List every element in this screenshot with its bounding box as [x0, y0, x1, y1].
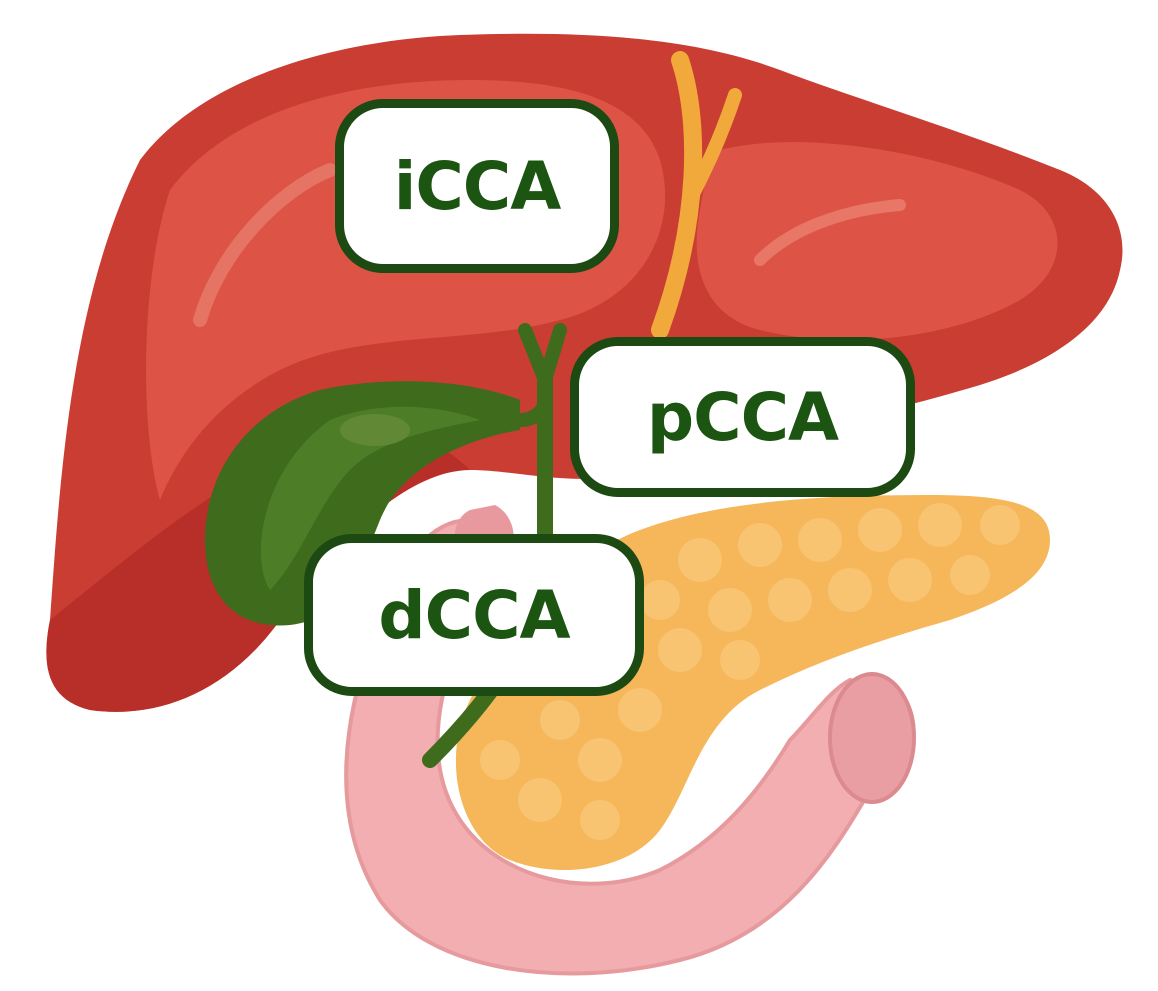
dcca-label: dCCA — [304, 534, 644, 696]
icca-label: iCCA — [335, 99, 619, 273]
pcca-label: pCCA — [570, 337, 915, 497]
